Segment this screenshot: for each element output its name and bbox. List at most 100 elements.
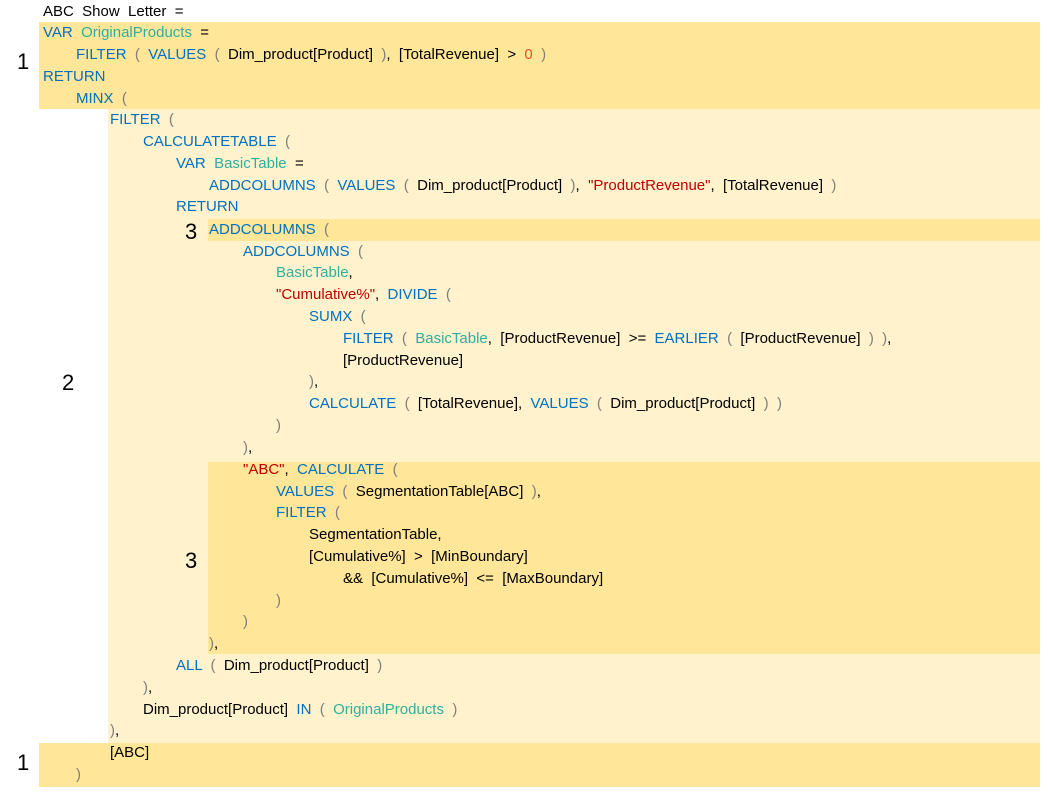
code-line: "ABC", CALCULATE (	[243, 459, 398, 481]
code-paren: ) )	[755, 395, 783, 412]
code-text: ,	[248, 439, 253, 456]
code-line: VAR OriginalProducts =	[43, 22, 209, 44]
code-paren: )	[209, 635, 214, 652]
code-paren: (	[334, 483, 356, 500]
code-keyword: VALUES	[530, 395, 589, 412]
code-paren: )	[443, 701, 458, 718]
code-keyword: IN	[296, 701, 312, 718]
code-keyword: FILTER	[343, 330, 394, 347]
code-line: )	[276, 590, 281, 612]
code-paren: (	[396, 395, 418, 412]
code-text: && [Cumulative%] <= [MaxBoundary]	[343, 570, 604, 587]
code-line: ),	[309, 371, 318, 393]
code-keyword: VAR	[43, 24, 73, 41]
region-marker-3-top: 3	[185, 219, 198, 244]
code-line: CALCULATE ( [TotalRevenue], VALUES ( Dim…	[309, 393, 782, 415]
code-line: Dim_product[Product] IN ( OriginalProduc…	[143, 699, 457, 721]
code-text: [ProductRevenue]	[740, 330, 861, 347]
code-line: ALL ( Dim_product[Product] )	[176, 655, 382, 677]
code-keyword: VAR	[176, 155, 206, 172]
code-paren: )	[243, 439, 248, 456]
code-line: [Cumulative%] > [MinBoundary]	[309, 546, 528, 568]
code-keyword: CALCULATE	[309, 395, 397, 412]
code-keyword: RETURN	[176, 198, 239, 215]
code-line: MINX (	[76, 88, 127, 110]
code-string: "ABC"	[243, 461, 285, 478]
code-text: , [ProductRevenue] >=	[487, 330, 655, 347]
code-text: Dim_product[Product]	[610, 395, 756, 412]
code-text: ,	[148, 679, 153, 696]
code-paren: (	[718, 330, 741, 347]
code-text: =	[286, 155, 304, 172]
code-variable: OriginalProducts	[81, 24, 192, 41]
code-text: , [TotalRevenue]	[710, 177, 824, 194]
code-line: ADDCOLUMNS ( VALUES ( Dim_product[Produc…	[209, 175, 836, 197]
code-line: FILTER ( BasicTable, [ProductRevenue] >=…	[343, 328, 891, 350]
code-line: )	[76, 764, 81, 786]
region-3-bottom-highlight	[208, 462, 1040, 654]
code-text: ,	[536, 483, 541, 500]
code-text: [Cumulative%] > [MinBoundary]	[309, 548, 528, 565]
code-line: [ABC]	[110, 742, 149, 764]
code-keyword: ADDCOLUMNS	[209, 177, 316, 194]
code-line: ABC Show Letter =	[43, 1, 184, 23]
code-text: ,	[887, 330, 892, 347]
code-paren: )	[76, 766, 81, 783]
code-text: ,	[115, 722, 120, 739]
code-line: ADDCOLUMNS (	[209, 219, 329, 241]
code-text: SegmentationTable[ABC]	[355, 483, 524, 500]
code-keyword: ADDCOLUMNS	[209, 221, 316, 238]
code-line: SUMX (	[309, 306, 366, 328]
code-text: Dim_product[Product]	[417, 177, 563, 194]
code-line: )	[276, 415, 281, 437]
code-text: =	[191, 24, 210, 41]
code-line: FILTER (	[110, 109, 174, 131]
code-line: VAR BasicTable =	[176, 153, 304, 175]
code-keyword: DIVIDE	[387, 286, 438, 303]
code-text: Dim_product[Product]	[228, 46, 374, 63]
code-paren: )	[276, 592, 281, 609]
code-paren: (	[206, 46, 228, 63]
code-keyword: ALL	[176, 657, 203, 674]
code-paren: )	[243, 613, 248, 630]
code-keyword: VALUES	[337, 177, 396, 194]
code-keyword: MINX	[76, 90, 114, 107]
code-variable: BasicTable	[276, 264, 349, 281]
code-text: ABC Show Letter =	[43, 3, 184, 20]
code-paren: (	[315, 221, 330, 238]
code-text: ,	[314, 373, 319, 390]
code-keyword: CALCULATETABLE	[143, 133, 277, 150]
code-line: ),	[243, 437, 252, 459]
code-string: "ProductRevenue"	[588, 177, 711, 194]
code-text	[206, 155, 214, 172]
code-text: SegmentationTable,	[309, 526, 442, 543]
code-paren: (	[395, 177, 418, 194]
code-paren: )	[276, 417, 281, 434]
code-paren: (	[126, 46, 149, 63]
code-keyword: VALUES	[148, 46, 207, 63]
code-number: 0	[524, 46, 533, 63]
code-line: "Cumulative%", DIVIDE (	[276, 284, 451, 306]
code-keyword: CALCULATE	[297, 461, 385, 478]
code-text: , [TotalRevenue] >	[386, 46, 525, 63]
code-keyword: RETURN	[43, 68, 106, 85]
region-marker-1-top: 1	[17, 49, 30, 74]
code-string: "Cumulative%"	[276, 286, 376, 303]
code-text	[73, 24, 81, 41]
code-paren: )	[823, 177, 837, 194]
code-text: Dim_product[Product]	[223, 657, 369, 674]
code-text: [TotalRevenue],	[417, 395, 531, 412]
code-paren: (	[202, 657, 224, 674]
code-paren: (	[160, 111, 174, 128]
code-text: Dim_product[Product]	[143, 701, 289, 718]
code-line: && [Cumulative%] <= [MaxBoundary]	[343, 568, 603, 590]
region-marker-2: 2	[62, 370, 75, 395]
code-line: RETURN	[176, 196, 239, 218]
code-variable: OriginalProducts	[333, 701, 444, 718]
code-variable: BasicTable	[214, 155, 287, 172]
code-keyword: ADDCOLUMNS	[243, 243, 350, 260]
code-paren: (	[315, 177, 338, 194]
code-line: BasicTable,	[276, 262, 353, 284]
code-paren: (	[588, 395, 611, 412]
region-3-top-highlight	[208, 219, 1040, 241]
